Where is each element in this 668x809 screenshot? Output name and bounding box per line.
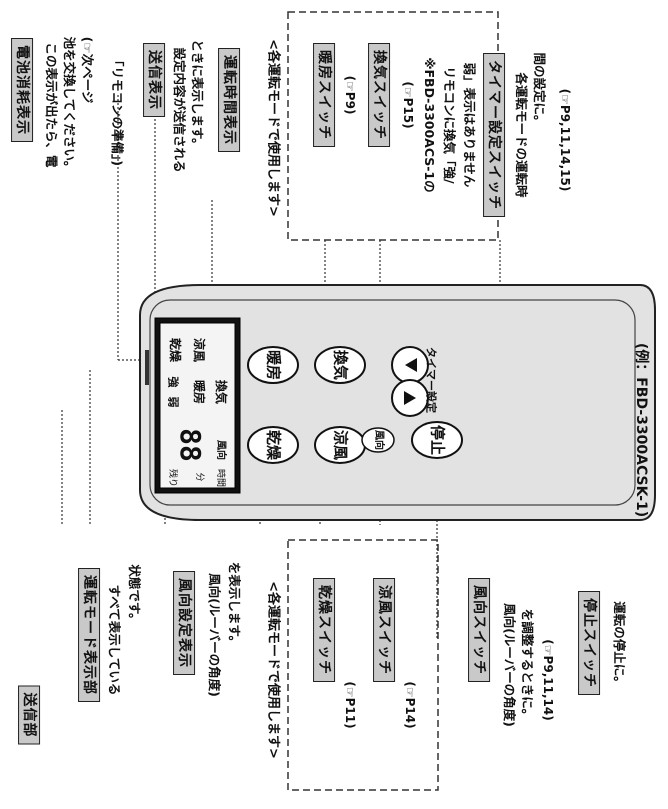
battery-label: 電池消耗表示 <box>8 20 36 160</box>
mode-desc-2: 状態です。 <box>127 564 143 626</box>
lcd-mode-heat: 暖房 <box>191 379 206 405</box>
louver-desc-1: 風向(ルーバーの角度) <box>207 573 223 697</box>
wind-desc-2: を調整するときに。 <box>520 608 536 722</box>
down-arrow-icon <box>404 391 416 405</box>
vent-button <box>314 346 366 384</box>
vent-note-3: 弱」表示はありません <box>462 62 478 188</box>
dry-button <box>247 426 299 464</box>
bottom-group-bracket <box>287 539 439 791</box>
mode-display-label: 運転モード表示部 <box>75 540 103 730</box>
vent-note-2: リモコンに換気「強/ <box>442 66 458 184</box>
dry-switch-ref: (☞P11) <box>342 681 357 729</box>
heat-button-label[interactable]: 暖房 <box>264 349 283 381</box>
vent-switch-label: 換気スイッチ <box>365 25 393 165</box>
lcd-inner <box>159 322 236 489</box>
vent-switch-ref: (☞P15) <box>400 81 415 129</box>
up-arrow-icon <box>405 358 417 372</box>
model-caption: (例：FBD-3300ACSK-1) <box>633 342 650 518</box>
vent-note-1: ※FBD-3300ACS-1の <box>422 57 438 193</box>
send-desc-2: ときに表示します。 <box>190 39 206 151</box>
send-label: 送信表示 <box>140 25 168 135</box>
heat-switch-ref: (☞P9) <box>342 75 357 115</box>
lcd-unit-hr: 時間 <box>215 468 226 488</box>
wind-ref: (☞P9,11,14) <box>540 639 555 721</box>
timer-desc-1: 各運転モードの運転時 <box>514 72 530 198</box>
louver-desc-2: を表示します。 <box>227 561 243 649</box>
dry-button-label[interactable]: 乾燥 <box>264 429 283 461</box>
stop-button <box>411 421 463 459</box>
battery-desc-1: この表示が出たら、電 <box>44 42 60 168</box>
vent-button-label[interactable]: 換気 <box>331 349 350 381</box>
battery-desc-2: 池を交換してください。 <box>62 36 78 174</box>
runtime-label: 運転時間表示 <box>215 30 243 170</box>
wind-button-label[interactable]: 風向 <box>372 430 384 450</box>
wind-switch-label: 風向スイッチ <box>465 570 493 690</box>
battery-desc-4: 「リモコンの準備」) <box>110 54 126 166</box>
lcd-remain: 残り <box>167 468 178 488</box>
heat-button <box>247 346 299 384</box>
stop-button-label[interactable]: 停止 <box>428 424 447 456</box>
dry-switch-label: 乾燥スイッチ <box>310 560 338 700</box>
lcd-mode-dry: 乾燥 <box>167 337 182 363</box>
mode-desc-1: すべて表示している <box>107 584 123 696</box>
timer-desc-2: 間の設定に。 <box>532 52 548 128</box>
timer-ref: (☞P9,11,14,15) <box>557 88 572 192</box>
heat-switch-label: 暖房スイッチ <box>310 25 338 165</box>
transmitter-window <box>145 350 149 385</box>
cool-button-label[interactable]: 涼風 <box>331 429 350 461</box>
lcd-mode-cool: 涼風 <box>191 337 206 363</box>
lcd-mode-vent: 換気 <box>213 379 228 405</box>
wind-desc-1: 風向(ルーバーの角度) <box>502 603 518 727</box>
battery-desc-3: (☞次ページ <box>80 36 96 104</box>
send-desc-1: 設定内容が送信される <box>172 47 188 173</box>
louver-display-label: 風向設定表示 <box>170 540 198 705</box>
timer-button-caption: タイマー設定 <box>424 347 438 413</box>
lcd-strong: 強 <box>166 376 180 388</box>
top-group-header: <各運転モードで使用します> <box>265 38 281 217</box>
timer-switch-label: タイマー設定スイッチ <box>480 20 508 250</box>
lcd-time-digits: 88 <box>174 428 208 462</box>
transmit-label: 送信部 <box>15 670 43 760</box>
lcd-unit-min: 分 <box>194 472 205 482</box>
cool-switch-ref: (☞P14) <box>402 681 417 729</box>
bottom-group-header: <各運転モードで使用します> <box>265 581 281 759</box>
wind-button <box>361 427 395 453</box>
stop-switch-label: 停止スイッチ <box>575 580 603 705</box>
remote-front-panel <box>149 299 636 506</box>
cool-switch-label: 涼風スイッチ <box>370 560 398 700</box>
lcd-weak: 弱 <box>166 396 180 408</box>
stop-desc: 運転の停止に。 <box>612 601 628 689</box>
